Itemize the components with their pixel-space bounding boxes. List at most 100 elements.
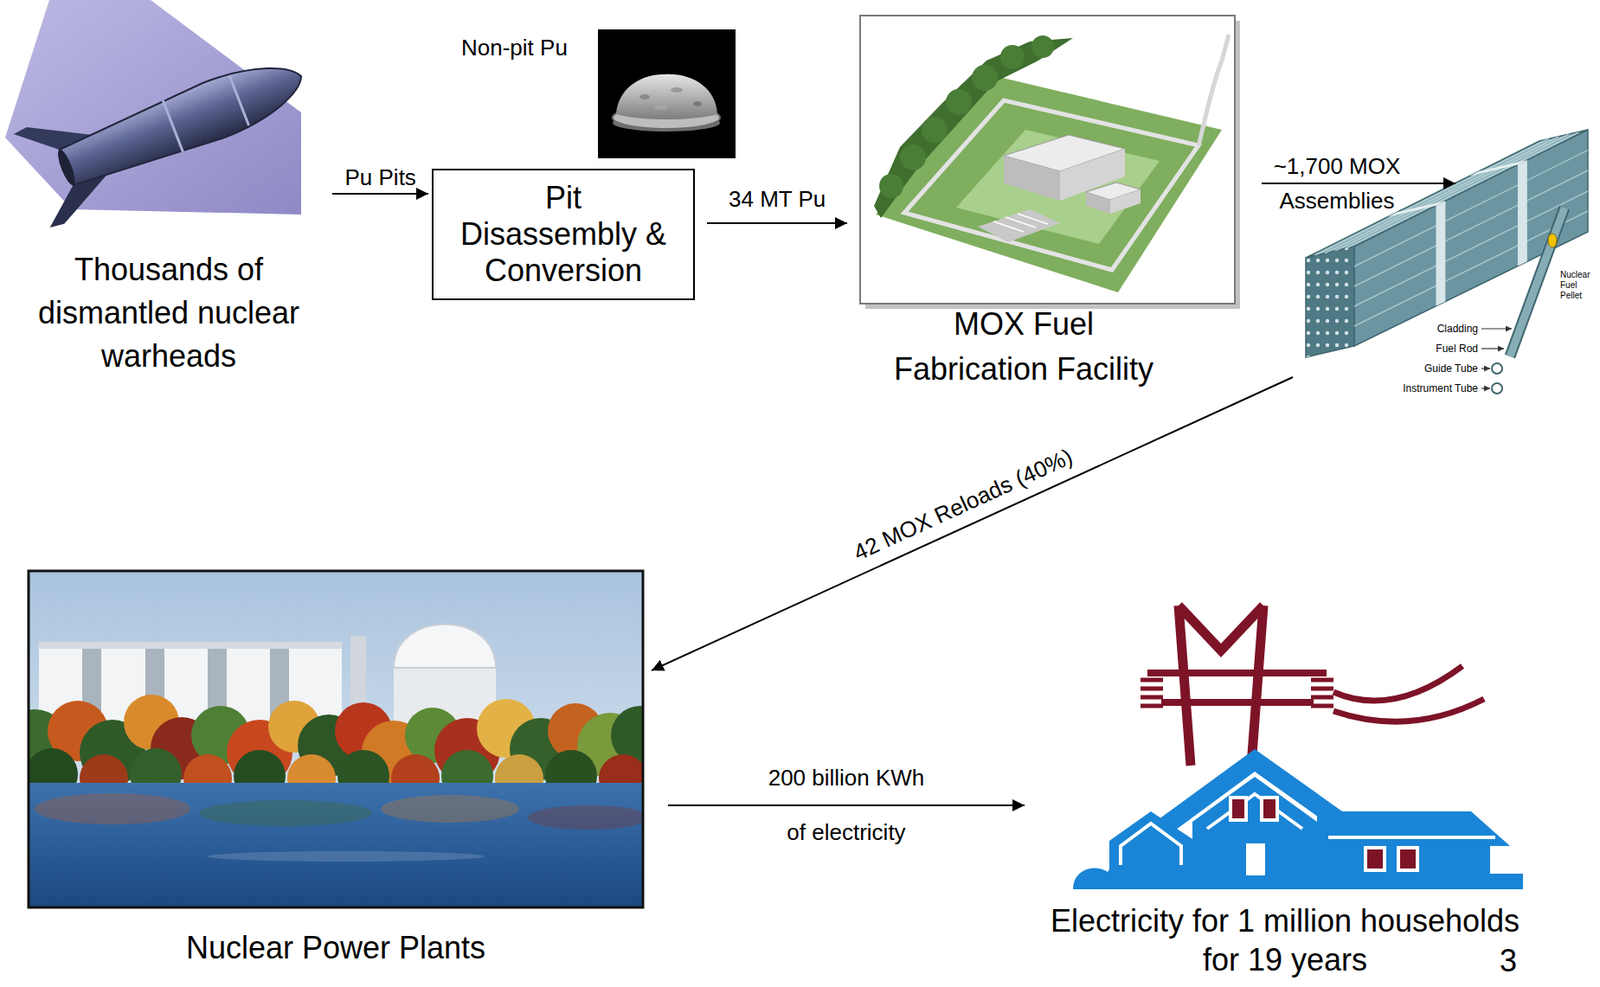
facility-rendering-part bbox=[993, 213, 1048, 232]
household-power-icon-part bbox=[1317, 811, 1511, 847]
plutonium-photo-part bbox=[654, 104, 669, 110]
power-plant-photo-part bbox=[38, 642, 342, 649]
edge-label: 200 billion KWh of electricity bbox=[762, 751, 932, 861]
household-power-icon-part bbox=[1120, 823, 1182, 866]
facility-rendering-part bbox=[971, 64, 998, 91]
household-power-icon-part bbox=[1232, 799, 1245, 819]
household-power-icon-part bbox=[1246, 843, 1266, 876]
text-holder: Nuclear Power Plants bbox=[28, 929, 643, 968]
fuel-assembly-illustration-part bbox=[1305, 246, 1355, 358]
text-holder: Nuclear Fuel Pellet bbox=[1560, 269, 1595, 302]
facility-rendering-part bbox=[956, 129, 1160, 245]
node-text: Pit Disassembly & Conversion bbox=[457, 179, 670, 290]
edge-label-holder: 34 MT Pu bbox=[728, 186, 826, 213]
warhead-illustration-part bbox=[162, 100, 183, 153]
warhead-illustration-part bbox=[229, 75, 249, 126]
flow-arrow bbox=[1261, 182, 1456, 185]
household-power-icon-part bbox=[1400, 849, 1416, 869]
part-name: Instrument Tube bbox=[1393, 381, 1478, 396]
household-power-icon-part bbox=[1140, 680, 1334, 707]
facility-image: MOX Fuel Fabrication Facility bbox=[860, 15, 1235, 397]
households-icon: Electricity for 1 million households for… bbox=[1029, 597, 1541, 983]
text-holder: Cladding bbox=[1393, 321, 1478, 336]
household-power-icon-part bbox=[1147, 673, 1327, 703]
plutonium-photo-part bbox=[670, 87, 683, 93]
page-number: 3 bbox=[1499, 943, 1517, 979]
power-plant-photo bbox=[0, 571, 670, 908]
fuel-assembly-illustration-part bbox=[1548, 233, 1557, 248]
edge-label: Pu Pits bbox=[345, 165, 417, 192]
household-power-icon-part bbox=[1363, 846, 1387, 873]
fuel-assembly-illustration-part bbox=[1481, 327, 1512, 329]
facility-rendering-part bbox=[945, 89, 972, 116]
part-name: Fuel Rod bbox=[1393, 341, 1478, 356]
plutonium-photo-part bbox=[597, 29, 736, 159]
fuel-assembly-illustration-part bbox=[1305, 246, 1355, 358]
edge-label-holder: 200 billion KWh of electricity bbox=[762, 751, 932, 861]
household-power-icon-part bbox=[1367, 849, 1383, 869]
facility-rendering-part bbox=[1000, 44, 1025, 70]
power-plant: Nuclear Power Plants bbox=[28, 571, 643, 970]
flow-arrow bbox=[668, 804, 1025, 807]
power-plant-photo-part bbox=[28, 571, 643, 908]
flow-arrow bbox=[706, 222, 848, 225]
power-plant-photo-part bbox=[527, 805, 643, 830]
edge-label: ~1,700 MOX Assemblies bbox=[1265, 148, 1409, 219]
power-plant-photo-part bbox=[34, 793, 191, 825]
facility-rendering-part bbox=[899, 144, 926, 171]
household-power-icon-part bbox=[1178, 605, 1264, 766]
warhead-illustration-part bbox=[55, 49, 312, 196]
edge-label-holder: 42 MOX Reloads (40%) bbox=[849, 443, 1077, 566]
flow-arrow bbox=[651, 377, 1293, 671]
part-name: Cladding bbox=[1393, 321, 1478, 336]
warhead-illustration-part bbox=[12, 27, 321, 230]
fuel-assembly-illustration-part bbox=[1387, 200, 1446, 217]
household-power-icon-part bbox=[1259, 796, 1279, 823]
fuel-assembly-illustration-part bbox=[1481, 387, 1491, 389]
household-power-icon-part bbox=[1396, 846, 1420, 873]
facility-rendering-part bbox=[921, 116, 948, 143]
edge-label-holder: Pu Pits bbox=[345, 165, 417, 192]
fuel-assembly-illustration-part bbox=[1510, 207, 1565, 357]
flow-arrow bbox=[332, 192, 429, 195]
node-text: Electricity for 1 million households for… bbox=[1034, 901, 1536, 980]
facility-rendering-part bbox=[860, 15, 1235, 304]
text-holder: Pit Disassembly & Conversion bbox=[457, 179, 670, 290]
power-plant-photo-part bbox=[28, 571, 643, 908]
part-name: Guide Tube bbox=[1393, 361, 1478, 376]
edge-label: 42 MOX Reloads (40%) bbox=[849, 443, 1077, 566]
fuel-assembly-illustration-part bbox=[1517, 160, 1528, 267]
plutonium-photo bbox=[597, 29, 736, 159]
text-holder: MOX Fuel Fabrication Facility bbox=[872, 302, 1176, 392]
text-holder: Non-pit Pu bbox=[461, 34, 592, 61]
facility-rendering-part bbox=[1198, 34, 1229, 146]
facility-rendering-part bbox=[879, 173, 904, 199]
text-holder: Guide Tube bbox=[1393, 361, 1478, 376]
facility-rendering-part bbox=[977, 209, 1061, 243]
power-plant-photo-part bbox=[199, 800, 373, 827]
node-text: Thousands of dismantled nuclear warheads bbox=[21, 248, 316, 379]
facility-rendering-part bbox=[1085, 192, 1111, 214]
household-power-icon-part bbox=[1228, 796, 1248, 823]
text-holder: Instrument Tube bbox=[1393, 381, 1478, 396]
plutonium-photo-part bbox=[616, 74, 718, 120]
part-name: Nuclear Fuel Pellet bbox=[1560, 269, 1595, 302]
edge-label: 34 MT Pu bbox=[728, 186, 826, 213]
fuel-assembly-illustration-part bbox=[1491, 363, 1503, 374]
power-plant-photo-part bbox=[28, 783, 643, 908]
household-power-icon-part bbox=[1263, 799, 1276, 819]
power-plant-photo-part bbox=[380, 795, 520, 823]
facility-rendering-part bbox=[1031, 35, 1054, 58]
power-plant-photo-part bbox=[28, 571, 643, 908]
fuel-assembly-illustration-part bbox=[1436, 200, 1446, 306]
process-box: Pit Disassembly & Conversion bbox=[431, 168, 695, 301]
label-holder: 3 bbox=[1499, 943, 1517, 979]
fuel-assembly-illustration-part bbox=[1510, 207, 1565, 357]
warhead-group: Thousands of dismantled nuclear warheads bbox=[8, 0, 329, 381]
fuel-assembly-illustration-part bbox=[1481, 367, 1491, 369]
facility-rendering-part bbox=[1110, 189, 1141, 214]
node-text: Non-pit Pu bbox=[461, 34, 592, 61]
facility-rendering-part bbox=[1003, 155, 1061, 201]
